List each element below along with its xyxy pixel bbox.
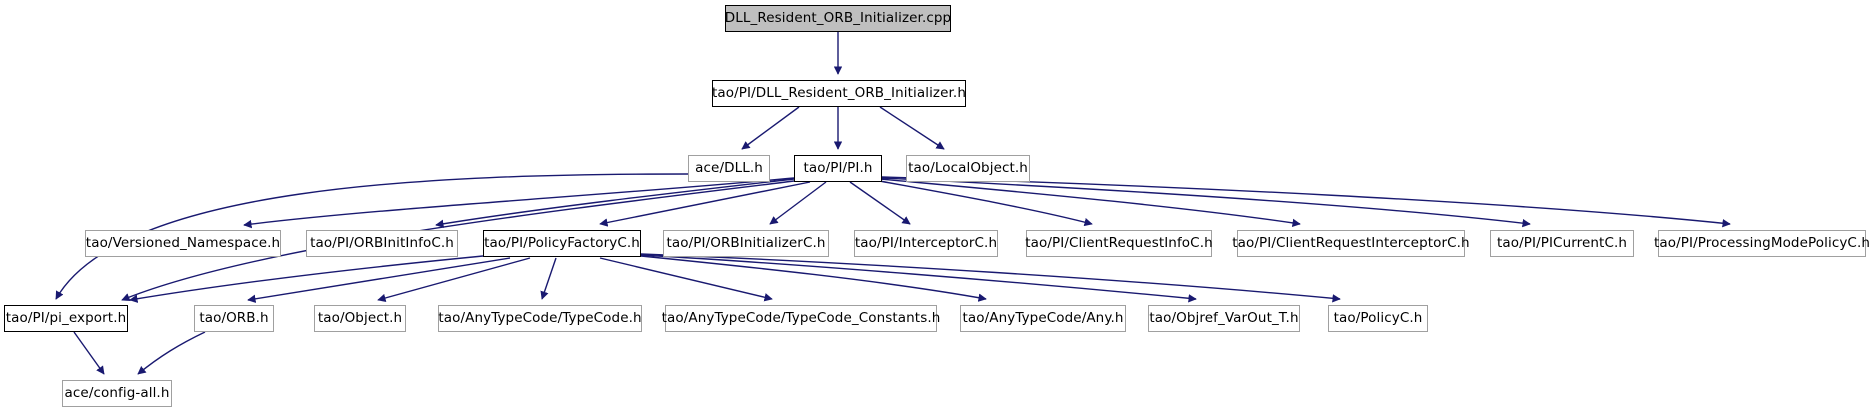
- graph-node-n17[interactable]: tao/AnyTypeCode/TypeCode.h: [438, 305, 642, 332]
- graph-node-label: DLL_Resident_ORB_Initializer.cpp: [724, 9, 952, 26]
- edge-n7-n16: [377, 257, 531, 303]
- graph-node-n6[interactable]: tao/PI/ORBInitInfoC.h: [306, 230, 458, 257]
- graph-node-label: tao/PI/PolicyFactoryC.h: [484, 234, 640, 251]
- graph-node-n4[interactable]: tao/LocalObject.h: [906, 155, 1030, 182]
- graph-node-label: tao/PI/DLL_Resident_ORB_Initializer.h: [712, 84, 966, 101]
- edge-n7-n14: [129, 255, 484, 303]
- graph-node-label: tao/PI/InterceptorC.h: [854, 234, 998, 251]
- graph-node-n14[interactable]: tao/PI/pi_export.h: [4, 305, 128, 332]
- edge-n7-n21: [640, 253, 1341, 303]
- graph-node-label: tao/AnyTypeCode/TypeCode_Constants.h: [661, 309, 941, 326]
- graph-node-n13[interactable]: tao/PI/ProcessingModePolicyC.h: [1654, 230, 1870, 257]
- graph-node-n7[interactable]: tao/PI/PolicyFactoryC.h: [483, 230, 641, 257]
- graph-node-label: tao/PI/ProcessingModePolicyC.h: [1653, 234, 1871, 251]
- graph-node-n8[interactable]: tao/PI/ORBInitializerC.h: [663, 230, 829, 257]
- graph-node-label: tao/Versioned_Namespace.h: [85, 234, 281, 251]
- edge-n14-n22: [73, 331, 105, 375]
- graph-node-n19[interactable]: tao/AnyTypeCode/Any.h: [960, 305, 1126, 332]
- edge-n1-n2: [741, 106, 800, 150]
- graph-node-n16[interactable]: tao/Object.h: [314, 305, 406, 332]
- edge-n7-n19: [640, 255, 987, 302]
- graph-node-n9[interactable]: tao/PI/InterceptorC.h: [854, 230, 998, 257]
- graph-node-n15[interactable]: tao/ORB.h: [194, 305, 274, 332]
- edge-n3-n8: [769, 181, 827, 225]
- graph-node-label: tao/PI/ClientRequestInfoC.h: [1025, 234, 1213, 251]
- graph-node-label: tao/PI/pi_export.h: [5, 309, 127, 326]
- graph-node-label: ace/DLL.h: [695, 159, 763, 176]
- edge-n7-n15: [247, 257, 511, 303]
- graph-node-label: tao/AnyTypeCode/TypeCode.h: [438, 309, 642, 326]
- graph-node-n0[interactable]: DLL_Resident_ORB_Initializer.cpp: [725, 5, 951, 32]
- edge-n3-n10: [873, 179, 1093, 227]
- graph-node-n22[interactable]: ace/config-all.h: [62, 380, 172, 407]
- graph-node-label: tao/LocalObject.h: [908, 159, 1028, 176]
- graph-node-label: tao/PI/PICurrentC.h: [1496, 234, 1628, 251]
- graph-node-label: ace/config-all.h: [64, 384, 170, 401]
- edge-n3-n12: [881, 177, 1531, 228]
- graph-node-label: tao/Objref_VarOut_T.h: [1149, 309, 1299, 326]
- graph-node-n21[interactable]: tao/PolicyC.h: [1328, 305, 1428, 332]
- graph-node-label: tao/Object.h: [317, 309, 403, 326]
- graph-node-n18[interactable]: tao/AnyTypeCode/TypeCode_Constants.h: [662, 305, 940, 332]
- graph-node-n11[interactable]: tao/PI/ClientRequestInterceptorC.h: [1232, 230, 1470, 257]
- graph-node-n1[interactable]: tao/PI/DLL_Resident_ORB_Initializer.h: [712, 80, 966, 107]
- edge-n7-n20: [640, 254, 1197, 303]
- edge-n3-n6: [435, 178, 795, 228]
- graph-node-label: tao/PI/ORBInitializerC.h: [666, 234, 826, 251]
- graph-node-n3[interactable]: tao/PI/PI.h: [794, 155, 882, 182]
- graph-node-label: tao/PI/PI.h: [803, 159, 873, 176]
- edge-n3-n13: [881, 176, 1731, 228]
- graph-node-label: tao/PI/ORBInitInfoC.h: [310, 234, 454, 251]
- edge-n3-n7: [599, 181, 811, 227]
- edge-n7-n18: [599, 257, 773, 302]
- graph-node-label: tao/PolicyC.h: [1333, 309, 1423, 326]
- edge-n3-n9: [849, 181, 911, 225]
- graph-node-n12[interactable]: tao/PI/PICurrentC.h: [1490, 230, 1634, 257]
- graph-node-label: tao/ORB.h: [199, 309, 269, 326]
- graph-node-n5[interactable]: tao/Versioned_Namespace.h: [85, 230, 281, 257]
- edge-n15-n22: [137, 331, 206, 375]
- edge-n3-n11: [879, 178, 1301, 228]
- graph-node-label: tao/PI/ClientRequestInterceptorC.h: [1232, 234, 1470, 251]
- graph-node-n20[interactable]: tao/Objref_VarOut_T.h: [1148, 305, 1300, 332]
- edge-n3-n5: [243, 177, 795, 229]
- graph-node-n2[interactable]: ace/DLL.h: [688, 155, 770, 182]
- graph-node-label: tao/AnyTypeCode/Any.h: [962, 309, 1124, 326]
- edge-n1-n4: [879, 106, 945, 150]
- edge-n7-n17: [540, 257, 557, 300]
- graph-node-n10[interactable]: tao/PI/ClientRequestInfoC.h: [1025, 230, 1213, 257]
